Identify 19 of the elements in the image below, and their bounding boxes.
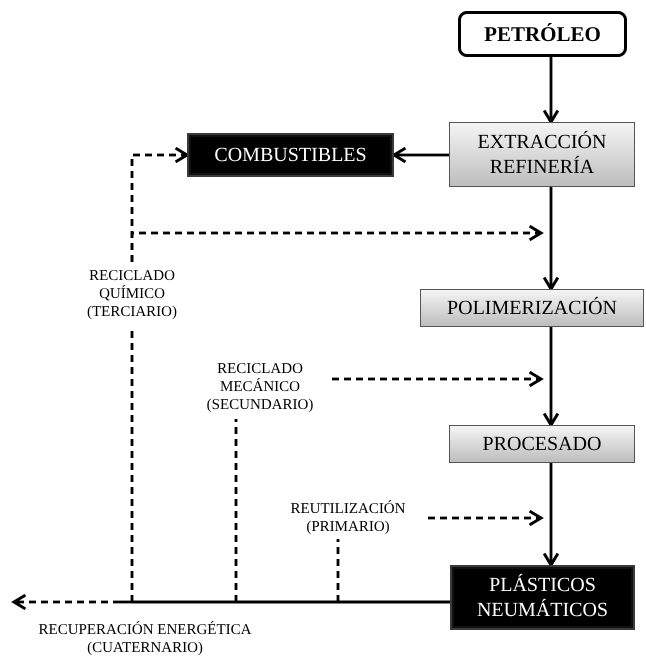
- process-label: REUTILIZACIÓN (PRIMARIO): [268, 497, 428, 539]
- output-box: COMBUSTIBLES: [187, 133, 394, 177]
- process-label: RECUPERACIÓN ENERGÉTICA (CUATERNARIO): [14, 596, 276, 657]
- process-label: RECICLADO MECÁNICO (SECUNDARIO): [188, 355, 332, 419]
- process-label: RECICLADO QUÍMICO (TERCIARIO): [70, 262, 194, 326]
- arrow: [542, 57, 560, 124]
- arrow: [542, 187, 560, 290]
- arrow: [542, 327, 560, 426]
- process-box: POLIMERIZACIÓN: [420, 289, 644, 327]
- dashed-arrow: [332, 370, 542, 388]
- dashed-arrow: [12, 594, 450, 610]
- dashed-arrow: [130, 224, 542, 262]
- process-box: PROCESADO: [449, 425, 635, 463]
- arrow: [392, 146, 449, 164]
- arrow: [542, 463, 560, 566]
- start-box: PETRÓLEO: [458, 11, 627, 57]
- process-box: EXTRACCIÓN REFINERÍA: [449, 122, 635, 187]
- output-box: PLÁSTICOS NEUMÁTICOS: [450, 565, 635, 630]
- dashed-arrow: [428, 510, 542, 526]
